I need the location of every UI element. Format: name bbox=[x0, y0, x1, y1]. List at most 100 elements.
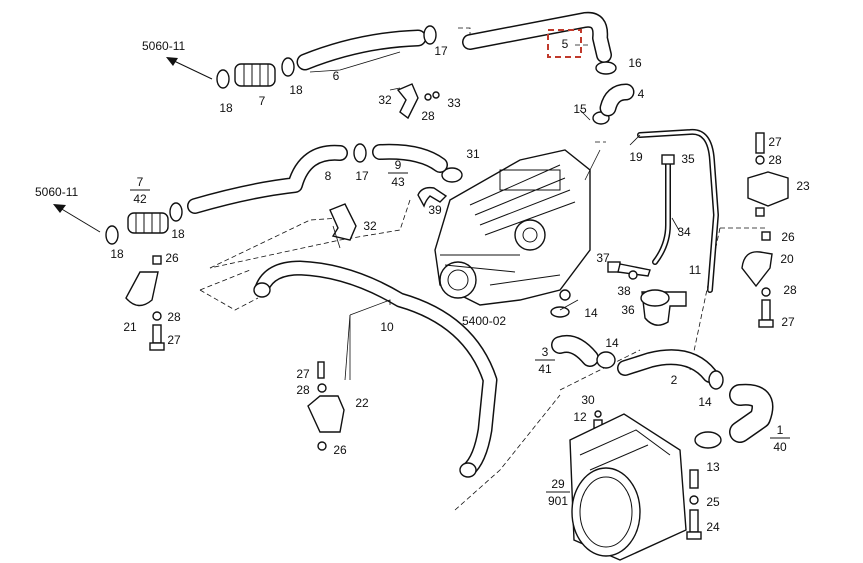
hose-6[interactable] bbox=[296, 29, 427, 71]
label-19: 19 bbox=[629, 150, 643, 164]
fraction-labels: 7 42 9 43 3 41 1 40 29 901 bbox=[130, 158, 790, 508]
label-18: 18 bbox=[219, 101, 233, 115]
label-32: 32 bbox=[378, 93, 392, 107]
label-13: 13 bbox=[706, 460, 720, 474]
label-28: 28 bbox=[296, 383, 310, 397]
label-17: 17 bbox=[434, 44, 448, 58]
part-labels: 18 7 18 6 17 16 4 15 32 33 28 19 35 27 2… bbox=[110, 44, 810, 534]
label-26: 26 bbox=[333, 443, 347, 457]
ref-5060-11-mid[interactable]: 5060-11 bbox=[35, 185, 78, 199]
hose-41[interactable] bbox=[551, 334, 599, 367]
label-28: 28 bbox=[768, 153, 782, 167]
fraction-7-42: 7 42 bbox=[130, 175, 150, 206]
hose-7[interactable] bbox=[234, 63, 276, 87]
fraction-den: 42 bbox=[133, 192, 147, 206]
label-37: 37 bbox=[596, 251, 610, 265]
ref-5400-02[interactable]: 5400-02 bbox=[462, 314, 506, 328]
fraction-29-901: 29 901 bbox=[546, 477, 570, 508]
label-2: 2 bbox=[671, 373, 678, 387]
fraction-den: 40 bbox=[773, 440, 787, 454]
label-16: 16 bbox=[628, 56, 642, 70]
label-23: 23 bbox=[796, 179, 810, 193]
label-4: 4 bbox=[638, 87, 645, 101]
label-35: 35 bbox=[681, 152, 695, 166]
elbow-4[interactable] bbox=[599, 83, 635, 117]
hose-8[interactable] bbox=[187, 144, 348, 214]
fraction-den: 901 bbox=[548, 494, 568, 508]
fraction-3-41: 3 41 bbox=[535, 345, 555, 376]
label-26: 26 bbox=[165, 251, 179, 265]
label-14: 14 bbox=[584, 306, 598, 320]
pipe-10[interactable] bbox=[253, 260, 498, 478]
label-27: 27 bbox=[296, 367, 310, 381]
leader-lines bbox=[309, 51, 681, 381]
hose-5[interactable] bbox=[462, 11, 612, 63]
clamps-lower bbox=[550, 306, 724, 449]
label-36: 36 bbox=[621, 303, 635, 317]
label-18: 18 bbox=[110, 247, 124, 261]
bracket-21 bbox=[125, 255, 165, 351]
label-27: 27 bbox=[167, 333, 181, 347]
fraction-num: 29 bbox=[551, 477, 565, 491]
fraction-num: 7 bbox=[137, 175, 144, 189]
ref-5060-11-top[interactable]: 5060-11 bbox=[142, 39, 185, 53]
hose-42[interactable] bbox=[127, 212, 169, 234]
label-18: 18 bbox=[289, 83, 303, 97]
label-22: 22 bbox=[355, 396, 369, 410]
bracket-20 bbox=[741, 231, 774, 328]
label-10: 10 bbox=[380, 320, 394, 334]
label-39: 39 bbox=[428, 203, 442, 217]
hose-43[interactable] bbox=[372, 143, 448, 173]
label-20: 20 bbox=[780, 252, 794, 266]
hose-40[interactable] bbox=[729, 383, 774, 443]
label-18: 18 bbox=[171, 227, 185, 241]
label-15: 15 bbox=[573, 102, 587, 116]
bracket-32-top bbox=[396, 83, 440, 120]
hose-39[interactable] bbox=[417, 186, 448, 208]
fraction-num: 9 bbox=[395, 158, 402, 172]
bracket-32-mid bbox=[329, 203, 357, 241]
label-26: 26 bbox=[781, 230, 795, 244]
label-14: 14 bbox=[605, 336, 619, 350]
clamp-36 bbox=[640, 289, 687, 326]
bracket-22 bbox=[307, 361, 345, 451]
label-28: 28 bbox=[783, 283, 797, 297]
fraction-num: 3 bbox=[542, 345, 549, 359]
fraction-num: 1 bbox=[777, 423, 784, 437]
label-38: 38 bbox=[617, 284, 631, 298]
pipe-34[interactable] bbox=[652, 154, 675, 265]
fraction-den: 41 bbox=[538, 362, 552, 376]
reference-codes: 5060-11 5060-11 5400-02 bbox=[35, 39, 506, 328]
label-5: 5 bbox=[562, 37, 569, 51]
label-12: 12 bbox=[573, 410, 587, 424]
label-27: 27 bbox=[768, 135, 782, 149]
hose-2[interactable] bbox=[617, 349, 718, 383]
fraction-1-40: 1 40 bbox=[770, 423, 790, 454]
fraction-9-43: 9 43 bbox=[388, 158, 408, 189]
label-6: 6 bbox=[333, 69, 340, 83]
label-8: 8 bbox=[325, 169, 332, 183]
label-31: 31 bbox=[466, 147, 480, 161]
label-14: 14 bbox=[698, 395, 712, 409]
fitting-23 bbox=[747, 132, 789, 217]
label-30: 30 bbox=[581, 393, 595, 407]
label-32: 32 bbox=[363, 219, 377, 233]
label-34: 34 bbox=[677, 225, 691, 239]
clamps-mid bbox=[105, 143, 463, 245]
label-28: 28 bbox=[421, 109, 435, 123]
label-24: 24 bbox=[706, 520, 720, 534]
label-21: 21 bbox=[123, 320, 137, 334]
fraction-den: 43 bbox=[391, 175, 405, 189]
label-11: 11 bbox=[689, 263, 702, 277]
label-7: 7 bbox=[259, 94, 266, 108]
label-27: 27 bbox=[781, 315, 795, 329]
pipe-11[interactable] bbox=[637, 128, 719, 293]
air-filter-901[interactable] bbox=[569, 413, 702, 561]
engine-block[interactable] bbox=[434, 149, 591, 306]
washer-38 bbox=[628, 270, 638, 280]
highlight-part-5[interactable]: 5 bbox=[547, 29, 582, 58]
label-17: 17 bbox=[355, 169, 369, 183]
bolt-37 bbox=[607, 261, 651, 277]
label-33: 33 bbox=[447, 96, 461, 110]
